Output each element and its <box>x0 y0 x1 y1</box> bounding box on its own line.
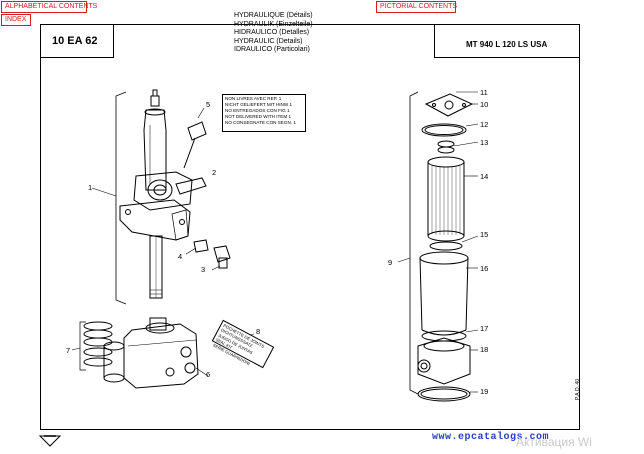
title-de: HYDRAULIK (Einzelteile) <box>234 20 313 28</box>
not-delivered-note: NON LIVRES AVEC REP. 1 NICHT GELIEFERT M… <box>222 94 306 132</box>
alphabetical-contents-link[interactable]: ALPHABETICAL CONTENTS <box>1 1 97 13</box>
note-line: NOT DELIVERED WITH ITEM 1 <box>225 114 292 119</box>
callout-15[interactable]: 15 <box>480 230 489 239</box>
callout-14[interactable]: 14 <box>480 172 489 181</box>
callout-9[interactable]: 9 <box>388 258 393 267</box>
callout-11[interactable]: 11 <box>480 88 488 97</box>
callout-8[interactable]: 8 <box>256 327 261 336</box>
machine-model: MT 940 L 120 LS USA <box>466 40 548 49</box>
note-line: NO CONSEGNATE CON SEGN. 1 <box>225 120 296 125</box>
title-it: IDRAULICO (Particolari) <box>234 46 310 54</box>
callout-1[interactable]: 1 <box>88 183 93 192</box>
callout-17[interactable]: 17 <box>480 324 489 333</box>
callout-2[interactable]: 2 <box>212 168 217 177</box>
title-en: HYDRAULIC (Details) <box>234 37 303 45</box>
callout-18[interactable]: 18 <box>480 345 489 354</box>
callout-16[interactable]: 16 <box>480 264 489 273</box>
callout-5[interactable]: 5 <box>206 100 211 109</box>
title-fr: HYDRAULIQUE (Détails) <box>234 12 313 19</box>
callout-10[interactable]: 10 <box>480 100 489 109</box>
note-line: NON LIVRES AVEC REP. 1 <box>225 96 282 101</box>
page-side-code: P.A.O. 40 <box>575 378 581 400</box>
section-code: 10 EA 62 <box>52 35 98 47</box>
callout-4[interactable]: 4 <box>178 252 183 261</box>
pictorial-contents-link[interactable]: PICTORIAL CONTENTS <box>376 1 457 13</box>
callout-3[interactable]: 3 <box>201 265 206 274</box>
windows-activation-overlay: Активация Wi <box>516 435 592 449</box>
site-watermark: www.epcatalogs.com <box>432 432 550 443</box>
callout-12[interactable]: 12 <box>480 120 489 129</box>
header-code-box <box>40 24 114 58</box>
section-titles: HYDRAULIQUE (Détails) HYDRAULIK (Einzelt… <box>234 12 313 55</box>
note-line: NO ENTREGADOS CON FIG 1 <box>225 108 290 113</box>
header-model-box <box>434 24 580 58</box>
callout-7[interactable]: 7 <box>66 346 71 355</box>
callout-19[interactable]: 19 <box>480 387 489 396</box>
note-line: NICHT GELIEFERT MIT HINW 1 <box>225 102 293 107</box>
title-es: HIDRAULICO (Detalles) <box>234 29 310 37</box>
page-frame <box>40 24 580 430</box>
callout-13[interactable]: 13 <box>480 138 489 147</box>
index-link[interactable]: INDEX <box>1 14 31 26</box>
callout-6[interactable]: 6 <box>206 370 211 379</box>
